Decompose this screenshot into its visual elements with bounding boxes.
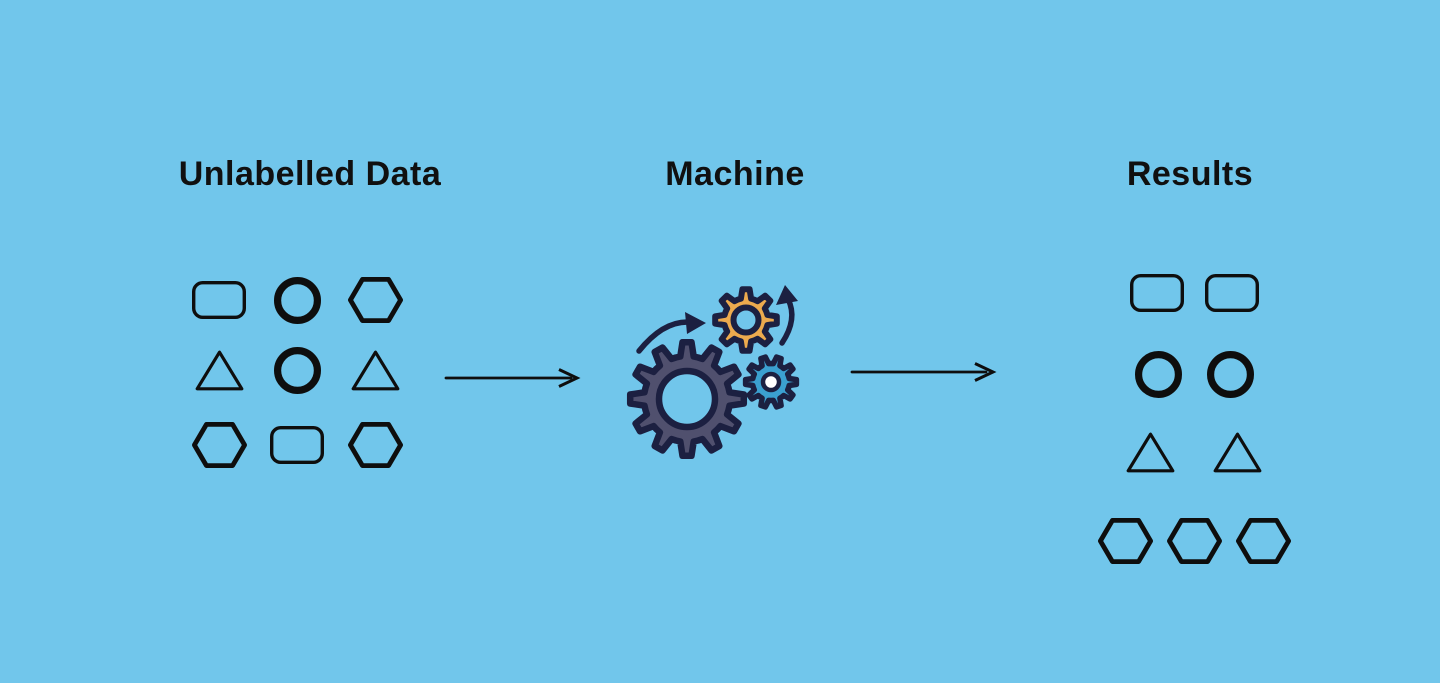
rotate-arrow-left-head bbox=[685, 312, 706, 334]
arrow-unlabelled-to-machine-icon bbox=[444, 368, 581, 388]
hexagon-shape bbox=[1097, 518, 1153, 564]
unlabelled-data-grid bbox=[180, 266, 414, 484]
rotate-arrow-left-icon bbox=[636, 319, 692, 354]
grid-cell bbox=[258, 334, 336, 406]
gears-icon bbox=[615, 265, 815, 465]
grid-cell bbox=[336, 406, 414, 484]
triangle-shape bbox=[1213, 432, 1262, 473]
grid-cell bbox=[336, 266, 414, 334]
hexagon-shape bbox=[191, 422, 247, 468]
grid-cell bbox=[336, 334, 414, 406]
circle-shape bbox=[273, 276, 321, 324]
triangle-shape bbox=[1126, 432, 1175, 473]
results-group-hexagon bbox=[1044, 517, 1344, 565]
rounded-rect-shape bbox=[1204, 274, 1259, 312]
grid-cell bbox=[180, 334, 258, 406]
hexagon-shape bbox=[1166, 518, 1222, 564]
results-group-rounded-rect bbox=[1044, 273, 1344, 313]
hexagon-shape bbox=[1235, 518, 1291, 564]
unlabelled-data-title: Unlabelled Data bbox=[178, 155, 442, 193]
circle-shape bbox=[1206, 351, 1254, 398]
right-blue-gear-center bbox=[760, 371, 782, 393]
triangle-shape bbox=[351, 350, 399, 390]
rotate-arrow-right-icon bbox=[779, 296, 795, 346]
rounded-rect-shape bbox=[270, 426, 324, 464]
top-orange-gear bbox=[712, 286, 780, 354]
grid-cell bbox=[180, 266, 258, 334]
rounded-rect-shape bbox=[192, 281, 246, 319]
rounded-rect-shape bbox=[1129, 274, 1184, 312]
rotate-arrow-right-head bbox=[776, 285, 798, 305]
large-gear bbox=[626, 338, 748, 460]
triangle-shape bbox=[195, 350, 243, 390]
grid-cell bbox=[258, 406, 336, 484]
results-title: Results bbox=[1126, 155, 1254, 193]
machine-title: Machine bbox=[665, 155, 805, 193]
grid-cell bbox=[180, 406, 258, 484]
grid-cell bbox=[258, 266, 336, 334]
results-group-triangle bbox=[1044, 431, 1344, 474]
arrow-machine-to-results-icon bbox=[850, 362, 997, 382]
circle-shape bbox=[273, 346, 321, 394]
circle-shape bbox=[1134, 351, 1182, 398]
hexagon-shape bbox=[347, 422, 403, 468]
results-group-circle bbox=[1044, 350, 1344, 399]
hexagon-shape bbox=[347, 277, 403, 323]
